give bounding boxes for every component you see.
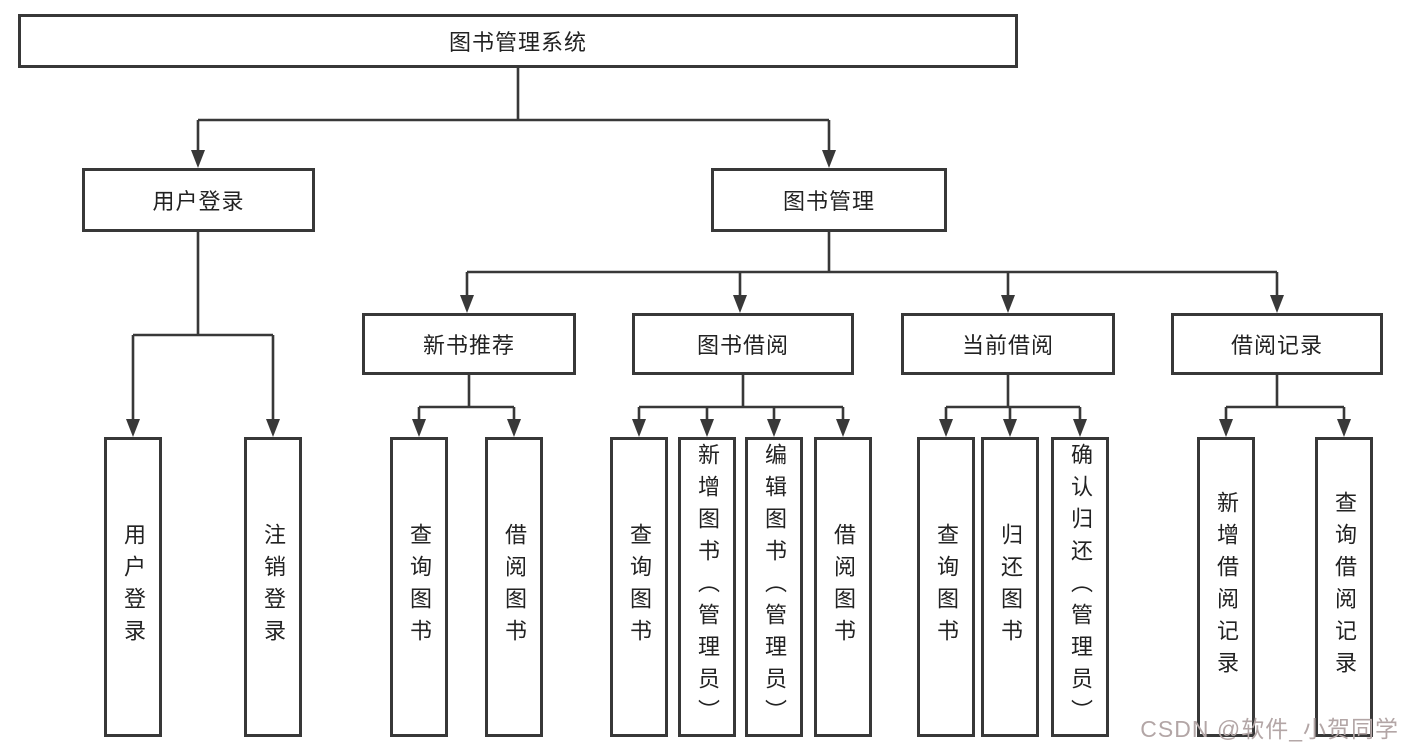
leaf-logout: 注销登录 <box>244 437 302 737</box>
node-root-library-system: 图书管理系统 <box>18 14 1018 68</box>
node-label: 图书管理系统 <box>448 30 587 55</box>
arrowhead <box>460 295 474 313</box>
node-label: 确认归还（管理员） <box>1068 443 1093 731</box>
node-new-book-recommendation: 新书推荐 <box>362 313 576 375</box>
arrowhead <box>507 419 521 437</box>
connector-book-mgmt-to-level3 <box>465 232 1279 298</box>
arrowhead <box>1003 419 1017 437</box>
leaf-query-books-current: 查询图书 <box>917 437 975 737</box>
leaf-query-books-recommend: 查询图书 <box>390 437 448 737</box>
connector-book-borrow-to-leaves <box>637 375 845 422</box>
arrowhead <box>1219 419 1233 437</box>
arrowhead <box>126 419 140 437</box>
arrowhead <box>1073 419 1087 437</box>
leaf-query-books-borrowing: 查询图书 <box>610 437 668 737</box>
leaf-return-books: 归还图书 <box>981 437 1039 737</box>
node-label: 新增图书（管理员） <box>695 443 720 731</box>
arrowhead <box>266 419 280 437</box>
node-current-borrowing: 当前借阅 <box>901 313 1115 375</box>
arrowhead <box>822 150 836 168</box>
leaf-borrow-books-recommend: 借阅图书 <box>485 437 543 737</box>
leaf-user-login: 用户登录 <box>104 437 162 737</box>
node-label: 查询图书 <box>934 523 959 651</box>
node-borrowing-records: 借阅记录 <box>1171 313 1383 375</box>
node-label: 查询图书 <box>407 523 432 651</box>
node-label: 借阅记录 <box>1230 333 1323 358</box>
node-label: 当前借阅 <box>961 333 1054 358</box>
leaf-confirm-return-admin: 确认归还（管理员） <box>1051 437 1109 737</box>
arrowhead <box>700 419 714 437</box>
arrowhead <box>412 419 426 437</box>
node-label: 查询借阅记录 <box>1332 491 1357 683</box>
arrowhead <box>939 419 953 437</box>
connector-new-book-rec-to-leaves <box>417 375 516 422</box>
arrowhead <box>1337 419 1351 437</box>
node-label: 用户登录 <box>121 523 146 651</box>
leaf-add-borrow-record: 新增借阅记录 <box>1197 437 1255 737</box>
arrowhead <box>1270 295 1284 313</box>
arrowhead <box>1001 295 1015 313</box>
connector-borrow-records-to-leaves <box>1224 375 1346 422</box>
arrowhead <box>836 419 850 437</box>
node-label: 新增借阅记录 <box>1214 491 1239 683</box>
node-label: 注销登录 <box>261 523 286 651</box>
leaf-edit-books-admin: 编辑图书（管理员） <box>745 437 803 737</box>
node-label: 用户登录 <box>152 189 245 214</box>
connector-current-borrow-to-leaves <box>944 375 1082 422</box>
node-label: 查询图书 <box>627 523 652 651</box>
node-user-login: 用户登录 <box>82 168 315 232</box>
node-book-management: 图书管理 <box>711 168 947 232</box>
node-label: 借阅图书 <box>831 523 856 651</box>
node-label: 编辑图书（管理员） <box>762 443 787 731</box>
leaf-query-borrow-record: 查询借阅记录 <box>1315 437 1373 737</box>
csdn-watermark: CSDN @软件_小贺同学 <box>1140 716 1399 742</box>
node-label: 新书推荐 <box>422 333 515 358</box>
leaf-borrow-books: 借阅图书 <box>814 437 872 737</box>
node-label: 借阅图书 <box>502 523 527 651</box>
node-label: 归还图书 <box>998 523 1023 651</box>
connector-root-to-level2 <box>196 68 831 153</box>
node-label: 图书管理 <box>782 189 875 214</box>
arrowhead <box>767 419 781 437</box>
arrowhead <box>632 419 646 437</box>
arrowhead <box>733 295 747 313</box>
leaf-add-books-admin: 新增图书（管理员） <box>678 437 736 737</box>
connector-user-login-to-leaves <box>131 232 275 422</box>
node-book-borrowing: 图书借阅 <box>632 313 854 375</box>
node-label: 图书借阅 <box>696 333 789 358</box>
arrowhead <box>191 150 205 168</box>
